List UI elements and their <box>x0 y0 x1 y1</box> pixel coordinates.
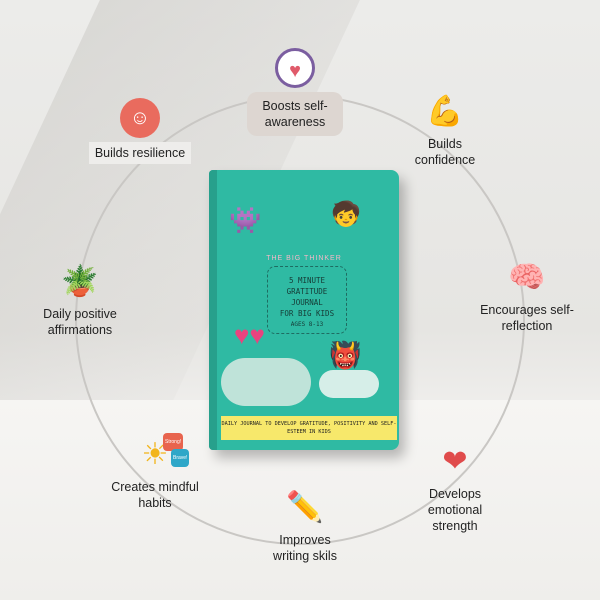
benefit-label: Develops emotional strength <box>427 487 483 533</box>
benefit-mindful-habits: ☀ Creates mindful habits Strong! Brave! <box>105 433 205 511</box>
benefit-emotional-strength: ❤ Develops emotional strength <box>410 442 500 534</box>
title-line: JOURNAL <box>291 298 323 307</box>
book-ages: AGES 8-13 <box>290 321 324 328</box>
pencil-icon: ✏️ <box>286 491 324 524</box>
benefit-label: Daily positive affirmations <box>43 307 117 337</box>
benefit-self-reflection: 🧠 Encourages self-reflection <box>477 258 577 334</box>
monster-icon: 👾 <box>229 205 262 235</box>
benefit-self-awareness: ♥ Boosts self-awareness <box>247 48 343 136</box>
hearts-icon: ♥ <box>275 48 315 88</box>
monster-icon: 👹 <box>329 340 362 370</box>
journal-book: 👾 🧒 THE BIG THINKER 5 MINUTE GRATITUDE J… <box>209 170 399 450</box>
flexed-arm-icon: 💪 <box>426 95 464 128</box>
title-line: FOR BIG KIDS <box>279 309 335 318</box>
benefit-label: Improves writing skils <box>273 533 337 563</box>
title-line: 5 MINUTE <box>288 276 326 285</box>
book-subtitle: DAILY JOURNAL TO DEVELOP GRATITUDE, POSI… <box>221 416 397 440</box>
benefit-affirmations: 🪴 Daily positive affirmations <box>35 262 125 338</box>
kid-icon: 🧒 <box>331 201 361 228</box>
benefit-label: Encourages self-reflection <box>480 303 574 333</box>
benefit-label: Boosts self-awareness <box>247 92 343 136</box>
benefit-label: Builds resilience <box>88 142 192 164</box>
benefit-resilience: ☺ Builds resilience <box>85 98 195 164</box>
book-brand: THE BIG THINKER <box>266 255 342 262</box>
title-line: GRATITUDE <box>286 287 328 296</box>
speech-bubble: Brave! <box>171 449 190 467</box>
heart-arrow-icon: ❤ <box>442 445 468 478</box>
book-title: 5 MINUTE GRATITUDE JOURNAL FOR BIG KIDS … <box>267 266 347 334</box>
cloud-shape <box>221 358 311 406</box>
benefit-confidence: 💪 Builds confidence <box>400 92 490 168</box>
book-spine <box>209 170 217 450</box>
benefit-writing: ✏️ Improves writing skils <box>260 488 350 564</box>
benefit-label: Creates mindful habits <box>111 480 199 510</box>
plant-icon: 🪴 <box>61 265 99 298</box>
benefit-label: Builds confidence <box>414 137 476 167</box>
robot-icon: ☺ <box>120 98 160 138</box>
speech-bubble: Strong! <box>163 433 184 451</box>
cloud-shape <box>319 370 379 398</box>
balloons-icon: ♥♥ <box>234 320 265 350</box>
brain-thought-icon: 🧠 <box>508 261 546 294</box>
